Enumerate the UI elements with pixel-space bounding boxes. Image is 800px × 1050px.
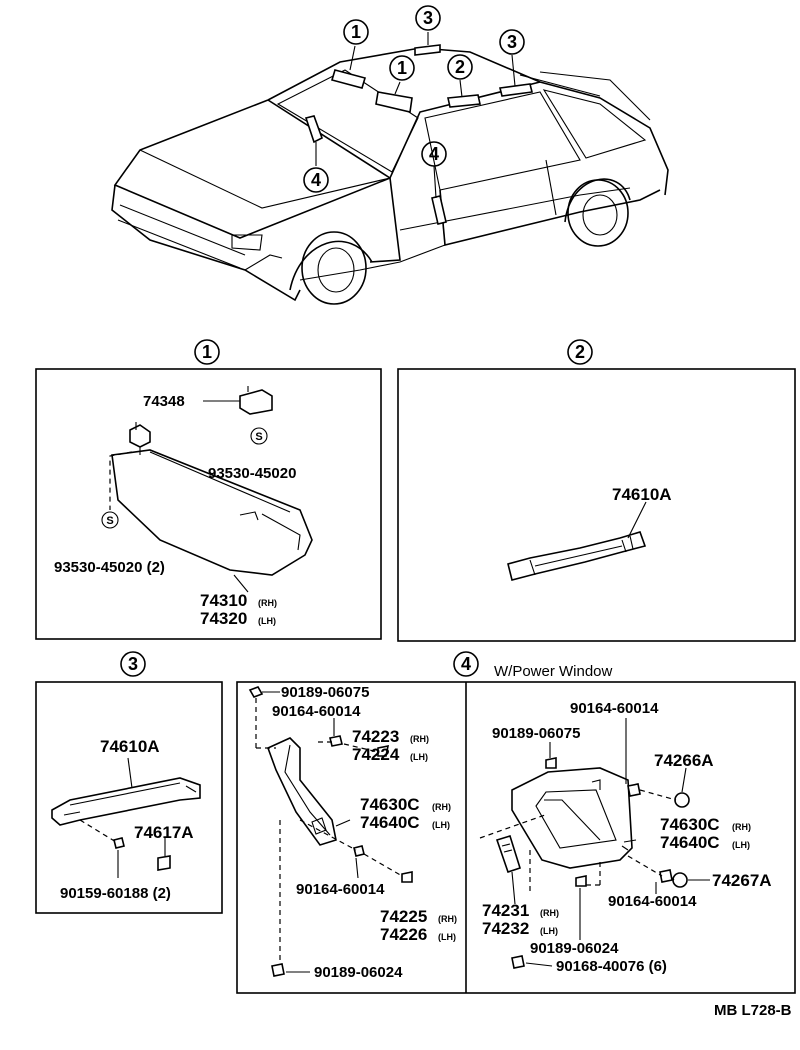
- sunvisor-lh-location: [375, 91, 413, 113]
- part-74640C-left-side: (LH): [432, 820, 450, 830]
- section-4-box: [236, 681, 796, 994]
- part-74226-side: (LH): [438, 932, 456, 942]
- part-74320-side: (LH): [258, 616, 276, 626]
- part-90164-60014-left-a: 90164-60014: [272, 703, 361, 720]
- svg-text:3: 3: [128, 654, 138, 674]
- part-74348: 74348: [143, 393, 185, 410]
- part-74630C-left: 74630C: [360, 795, 420, 814]
- power-window-armrest: [511, 767, 633, 869]
- part-93530-45020-left: 93530-45020 (2): [54, 559, 165, 576]
- car-callout-3a: 3: [415, 5, 441, 31]
- part-90189-06075-left: 90189-06075: [281, 684, 369, 701]
- sunvisor: [111, 422, 313, 576]
- svg-text:4: 4: [429, 144, 439, 164]
- part-74267A: 74267A: [712, 871, 772, 890]
- car-callout-1b: 1: [389, 55, 415, 81]
- part-90189-06075-right: 90189-06075: [492, 725, 580, 742]
- car-illustration: [111, 32, 669, 305]
- part-74610A-s2: 74610A: [612, 485, 672, 504]
- part-74224-side: (LH): [410, 752, 428, 762]
- part-74225: 74225: [380, 907, 427, 926]
- part-90164-60014-left-b: 90164-60014: [296, 881, 385, 898]
- svg-text:2: 2: [575, 342, 585, 362]
- svg-text:4: 4: [311, 170, 321, 190]
- assist-grip-rear-location: [499, 83, 533, 97]
- part-90189-06024-left: 90189-06024: [314, 964, 403, 981]
- part-90164-60014-right-a: 90164-60014: [570, 700, 659, 717]
- part-74224: 74224: [352, 745, 400, 764]
- svg-text:S: S: [255, 431, 262, 443]
- part-74617A: 74617A: [134, 823, 194, 842]
- screw-90159: [79, 819, 125, 849]
- car-callout-3b: 3: [499, 29, 525, 55]
- part-74223-side: (RH): [410, 734, 429, 744]
- part-74310-side: (RH): [258, 598, 277, 608]
- part-74630C-right-side: (RH): [732, 822, 751, 832]
- svg-text:3: 3: [507, 32, 517, 52]
- svg-text:S: S: [106, 515, 113, 527]
- section-4-heading: W/Power Window: [494, 663, 613, 680]
- part-90168-40076: 90168-40076 (6): [556, 958, 667, 975]
- part-74630C-right: 74630C: [660, 815, 720, 834]
- left-fasteners: [248, 686, 413, 977]
- dashed-leader-left: [109, 451, 133, 510]
- svg-text:1: 1: [351, 22, 361, 42]
- part-74610A-s3: 74610A: [100, 737, 160, 756]
- part-74231: 74231: [482, 901, 529, 920]
- armrest-base: [266, 737, 337, 846]
- section-4-header: 4: [453, 651, 479, 677]
- svg-text:1: 1: [202, 342, 212, 362]
- part-90189-06024-right: 90189-06024: [530, 940, 619, 957]
- part-74226: 74226: [380, 925, 427, 944]
- svg-text:4: 4: [461, 654, 471, 674]
- car-callout-2: 2: [447, 54, 473, 80]
- visor-clip: [239, 386, 273, 415]
- part-90159-60188: 90159-60188 (2): [60, 885, 171, 902]
- section-2-header: 2: [567, 339, 593, 365]
- switch-panel: [495, 835, 521, 874]
- svg-text:3: 3: [423, 8, 433, 28]
- part-74266A: 74266A: [654, 751, 714, 770]
- assist-grip-center-location: [447, 94, 481, 108]
- part-74231-side: (RH): [540, 908, 559, 918]
- assist-grip-front-location: [414, 44, 441, 56]
- part-90164-60014-right-b: 90164-60014: [608, 893, 697, 910]
- car-callout-1a: 1: [343, 19, 369, 45]
- right-fasteners: [479, 757, 690, 969]
- section-3-box: [35, 681, 223, 914]
- part-74640C-right: 74640C: [660, 833, 720, 852]
- assist-grip-section-3: [51, 777, 201, 826]
- part-74640C-left: 74640C: [360, 813, 420, 832]
- armrest-location-right: [431, 195, 447, 225]
- part-74223: 74223: [352, 727, 399, 746]
- part-74232: 74232: [482, 919, 529, 938]
- section-2-box: [397, 368, 796, 642]
- car-callout-4a: 4: [421, 141, 447, 167]
- part-74225-side: (RH): [438, 914, 457, 924]
- diagram-code: MB L728-B: [714, 1002, 792, 1019]
- armrest-location-left: [304, 115, 323, 144]
- svg-text:2: 2: [455, 57, 465, 77]
- part-74310: 74310: [200, 591, 247, 610]
- assist-grip-section-2: [507, 531, 647, 581]
- part-74640C-right-side: (LH): [732, 840, 750, 850]
- section-3-header: 3: [120, 651, 146, 677]
- section-1-header: 1: [194, 339, 220, 365]
- svg-text:1: 1: [397, 58, 407, 78]
- clip-74617A: [157, 855, 171, 871]
- part-74320: 74320: [200, 609, 247, 628]
- part-74232-side: (LH): [540, 926, 558, 936]
- screw-symbol-top: S: [250, 427, 268, 445]
- sunvisor-rh-location: [330, 69, 367, 89]
- part-74630C-left-side: (RH): [432, 802, 451, 812]
- car-callout-4b: 4: [303, 167, 329, 193]
- screw-symbol-left: S: [101, 511, 119, 529]
- part-93530-45020-top: 93530-45020: [208, 465, 296, 482]
- section-1-box: [35, 368, 382, 640]
